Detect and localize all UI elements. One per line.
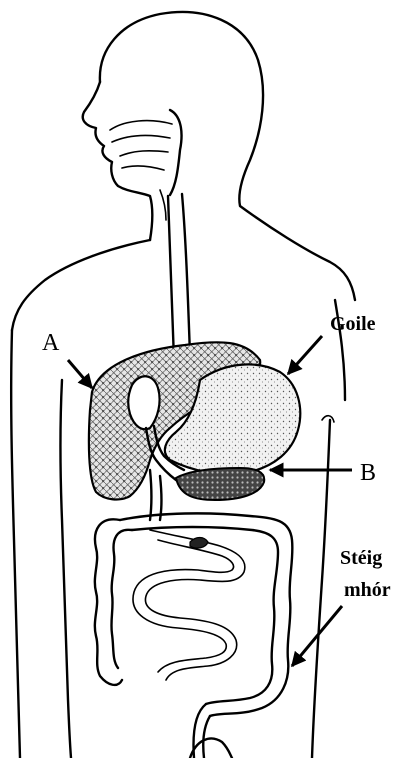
label-b: B bbox=[360, 460, 376, 486]
face-profile bbox=[83, 82, 153, 240]
label-mhor: mhór bbox=[344, 579, 391, 601]
large-intestine bbox=[95, 513, 293, 758]
small-intestine bbox=[133, 530, 245, 680]
arrow-goile bbox=[288, 336, 322, 374]
duodenal-junction bbox=[190, 538, 208, 549]
left-arm-inner bbox=[61, 380, 72, 758]
pelvis-bottom bbox=[190, 739, 232, 758]
label-steig: Stéig bbox=[340, 547, 382, 569]
gall-bladder bbox=[128, 376, 159, 429]
nasal-cavity bbox=[110, 110, 182, 220]
label-goile: Goile bbox=[330, 313, 376, 335]
head-outline bbox=[100, 12, 355, 300]
left-arm-outer bbox=[11, 330, 20, 758]
label-a: A bbox=[42, 330, 60, 356]
left-shoulder bbox=[12, 240, 150, 330]
arrow-a bbox=[68, 360, 92, 388]
right-arm-top bbox=[322, 416, 334, 422]
pancreas bbox=[176, 468, 264, 500]
